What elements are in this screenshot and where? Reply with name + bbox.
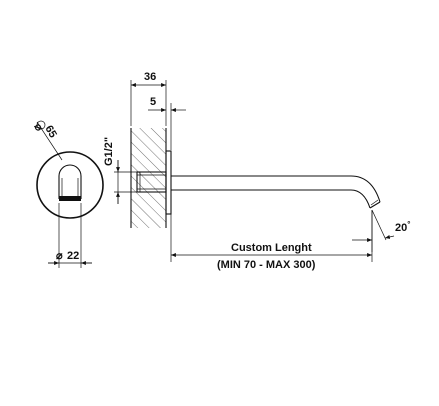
dia65-leader <box>36 121 63 161</box>
front-view: ⌀ 65 ⌀ 22 <box>31 120 104 268</box>
dia22-symbol: ⌀ <box>56 250 63 262</box>
angle-value: 20 <box>395 222 407 234</box>
dia65-label: 65 <box>42 124 59 141</box>
escutcheon-outline <box>36 151 104 219</box>
angle-label: 20° <box>395 220 410 234</box>
spout-body <box>171 175 381 209</box>
dim36-label: 36 <box>144 71 156 83</box>
angle-arrow-right <box>384 235 395 239</box>
dim5-label: 5 <box>150 96 156 108</box>
wall-section <box>131 128 166 228</box>
length-range: (MIN 70 - MAX 300) <box>217 259 316 271</box>
spout-tip <box>369 201 381 209</box>
dia65-symbol-circle <box>36 120 46 130</box>
angle-leader <box>371 209 387 241</box>
length-title: Custom Lenght <box>231 242 312 254</box>
side-view: G1/2" 36 5 Custom Lenght (MIN 70 - MAX 3… <box>103 71 410 271</box>
spout-opening <box>58 164 82 199</box>
flange <box>165 150 172 215</box>
thread-label: G1/2" <box>103 137 115 166</box>
spout-aerator <box>59 196 81 201</box>
spout-tip-detail <box>370 199 379 206</box>
dia22-label: 22 <box>67 250 79 262</box>
angle-unit: ° <box>407 220 410 229</box>
